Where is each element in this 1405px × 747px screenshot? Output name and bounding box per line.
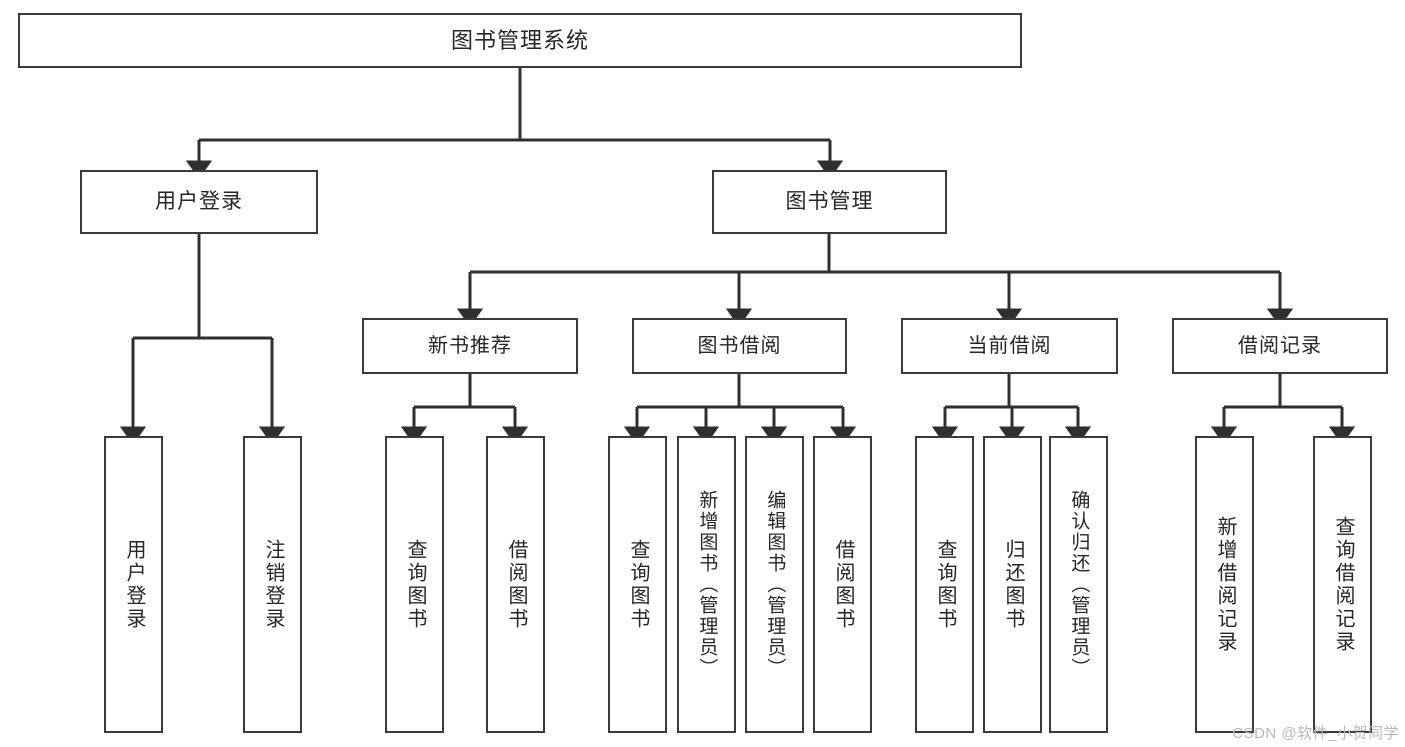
node-label: 归还图书	[1002, 538, 1024, 631]
leaf-confirm-return-admin[interactable]: 确认归还（管理员）	[1049, 436, 1108, 733]
leaf-return-book[interactable]: 归还图书	[983, 436, 1042, 733]
node-label: 图书管理系统	[450, 27, 589, 53]
leaf-add-borrow-record[interactable]: 新增借阅记录	[1195, 436, 1254, 733]
node-label: 借阅图书	[505, 538, 527, 631]
node-label: 用户登录	[123, 538, 145, 631]
node-label: 确认归还（管理员）	[1068, 490, 1090, 679]
node-label: 用户登录	[155, 189, 243, 213]
leaf-edit-book-admin[interactable]: 编辑图书（管理员）	[745, 436, 804, 733]
node-label: 图书借阅	[697, 334, 782, 357]
node-label: 当前借阅	[967, 334, 1052, 357]
node-current-borrow[interactable]: 当前借阅	[901, 318, 1118, 374]
node-label: 查询图书	[934, 538, 956, 631]
leaf-query-borrow-record[interactable]: 查询借阅记录	[1313, 436, 1372, 733]
node-new-book-recommendation[interactable]: 新书推荐	[362, 318, 578, 374]
leaf-borrow-book-recommendation[interactable]: 借阅图书	[486, 436, 545, 733]
node-user-login[interactable]: 用户登录	[80, 170, 318, 234]
leaf-borrow-book[interactable]: 借阅图书	[813, 436, 872, 733]
node-label: 借阅记录	[1238, 334, 1322, 357]
node-borrow-record[interactable]: 借阅记录	[1172, 318, 1388, 374]
node-label: 新书推荐	[428, 334, 512, 357]
node-label: 查询图书	[627, 538, 649, 631]
leaf-query-book-recommendation[interactable]: 查询图书	[385, 436, 444, 733]
node-label: 新增借阅记录	[1214, 515, 1236, 654]
node-label: 查询借阅记录	[1332, 515, 1354, 654]
node-label: 编辑图书（管理员）	[764, 490, 786, 679]
leaf-logout[interactable]: 注销登录	[243, 436, 302, 733]
node-label: 注销登录	[262, 538, 284, 631]
node-label: 新增图书（管理员）	[696, 490, 718, 679]
leaf-user-login[interactable]: 用户登录	[104, 436, 163, 733]
node-book-borrow[interactable]: 图书借阅	[632, 318, 847, 374]
leaf-query-book-borrow[interactable]: 查询图书	[608, 436, 667, 733]
node-label: 图书管理	[785, 189, 874, 213]
node-label: 查询图书	[404, 538, 426, 631]
node-label: 借阅图书	[832, 538, 854, 631]
node-root-book-management-system[interactable]: 图书管理系统	[18, 13, 1022, 68]
leaf-add-book-admin[interactable]: 新增图书（管理员）	[677, 436, 736, 733]
node-book-management[interactable]: 图书管理	[712, 170, 947, 234]
csdn-watermark: CSDN @软件_小贺同学	[1232, 725, 1399, 742]
leaf-query-book-current[interactable]: 查询图书	[915, 436, 974, 733]
